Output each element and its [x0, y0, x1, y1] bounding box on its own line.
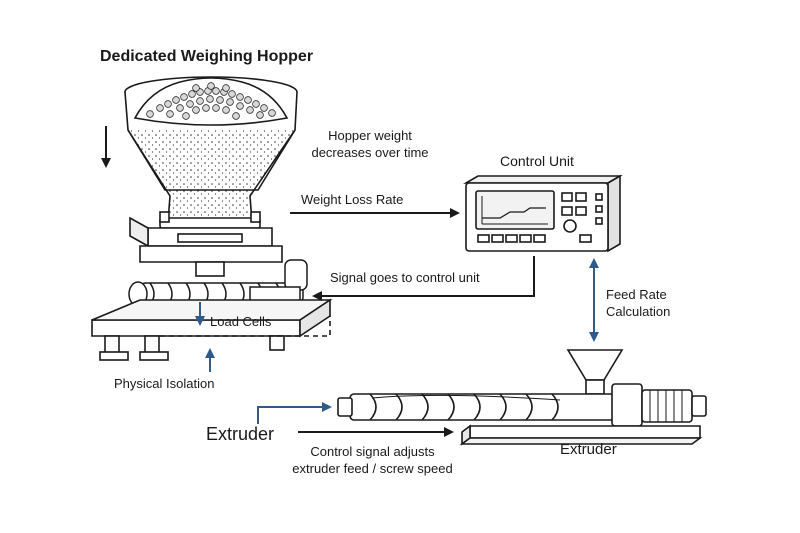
control-signal-line-1: Control signal adjusts	[310, 444, 435, 459]
hopper-weight-note: Hopper weight decreases over time	[300, 127, 440, 161]
control-signal-note: Control signal adjusts extruder feed / s…	[260, 443, 485, 477]
feed-rate-line-2: Calculation	[606, 304, 671, 319]
control-signal-line-2: extruder feed / screw speed	[292, 461, 453, 476]
feed-rate-note: Feed Rate Calculation	[606, 286, 670, 320]
signal-return-arrow	[312, 256, 535, 301]
feed-rate-line-1: Feed Rate	[606, 287, 667, 302]
control-unit-label: Control Unit	[500, 153, 574, 169]
extruder-input-arrow	[257, 402, 332, 424]
physical-isolation-label: Physical Isolation	[114, 376, 215, 391]
signal-to-control-label: Signal goes to control unit	[330, 270, 480, 285]
load-cells-label: Load Cells	[210, 314, 272, 329]
hopper-weight-line-2: decreases over time	[311, 145, 429, 160]
extruder-left-label: Extruder	[206, 424, 275, 444]
hopper-weight-line-1: Hopper weight	[328, 128, 412, 143]
weighing-hopper	[124, 76, 298, 277]
weight-loss-rate-label: Weight Loss Rate	[301, 192, 404, 207]
isolated-base-platform	[91, 298, 333, 361]
extruder-machine	[337, 349, 707, 446]
extruder-right-label: Extruder	[560, 441, 617, 458]
hopper-title: Dedicated Weighing Hopper	[100, 48, 314, 65]
control-unit-device	[463, 174, 623, 253]
